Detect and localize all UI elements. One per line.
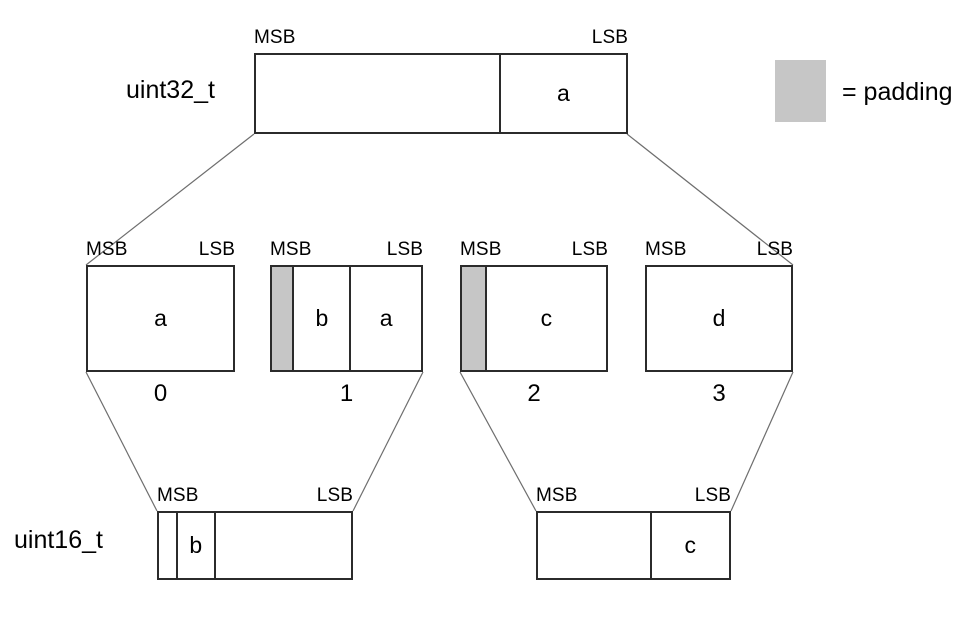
lsb-label-byte-3: LSB xyxy=(756,239,793,260)
byte-1-cell-b[interactable]: b xyxy=(292,267,350,370)
endlabels-uint16-1: MSB LSB xyxy=(536,486,731,505)
msb-label-byte-2: MSB xyxy=(460,239,502,260)
endlabels-byte-2: MSB LSB xyxy=(460,240,608,259)
uint16-0-cell-0[interactable] xyxy=(159,513,176,578)
byte-bitbox-1[interactable]: b a xyxy=(270,265,423,372)
byte-index-3: 3 xyxy=(712,380,726,407)
msb-label-byte-1: MSB xyxy=(270,239,312,260)
byte-3-cell-d[interactable]: d xyxy=(647,267,791,370)
lsb-label-byte-2: LSB xyxy=(571,239,608,260)
type-label-uint32: uint32_t xyxy=(126,76,215,104)
lsb-label-byte-0: LSB xyxy=(198,239,235,260)
uint16-0-cell-b[interactable]: b xyxy=(175,513,214,578)
endlabels-byte-0: MSB LSB xyxy=(86,240,235,259)
uint16-1-cell-c[interactable]: c xyxy=(649,513,729,578)
lsb-label-uint16-1: LSB xyxy=(694,485,731,506)
uint16-1-cell-0[interactable] xyxy=(538,513,650,578)
byte-1-cell-a[interactable]: a xyxy=(349,267,421,370)
byte-bitbox-3[interactable]: d xyxy=(645,265,793,372)
byte-1-cell-padding[interactable] xyxy=(272,267,293,370)
byte-index-0: 0 xyxy=(153,380,168,407)
uint32-cell-a[interactable]: a xyxy=(498,55,626,132)
uint16-bitbox-0[interactable]: b xyxy=(157,511,353,580)
endlabels-uint16-0: MSB LSB xyxy=(157,486,353,505)
type-label-uint16: uint16_t xyxy=(14,526,103,554)
lsb-label-byte-1: LSB xyxy=(386,239,423,260)
msb-label-uint32: MSB xyxy=(254,27,296,48)
legend-padding-text: = padding xyxy=(842,78,953,106)
endlabels-byte-3: MSB LSB xyxy=(645,240,793,259)
byte-index-2: 2 xyxy=(527,380,541,407)
byte-index-1: 1 xyxy=(339,380,354,407)
byte-2-cell-c[interactable]: c xyxy=(484,267,606,370)
msb-label-uint16-1: MSB xyxy=(536,485,578,506)
lsb-label-uint32: LSB xyxy=(591,27,628,48)
msb-label-byte-0: MSB xyxy=(86,239,128,260)
msb-label-uint16-0: MSB xyxy=(157,485,199,506)
byte-0-cell-a[interactable]: a xyxy=(88,267,233,370)
legend-padding-swatch xyxy=(775,60,826,122)
uint16-bitbox-1[interactable]: c xyxy=(536,511,731,580)
byte-bitbox-0[interactable]: a xyxy=(86,265,235,372)
endlabels-uint32: MSB LSB xyxy=(254,28,628,47)
uint32-bitbox[interactable]: a xyxy=(254,53,628,134)
byte-bitbox-2[interactable]: c xyxy=(460,265,608,372)
lsb-label-uint16-0: LSB xyxy=(316,485,353,506)
msb-label-byte-3: MSB xyxy=(645,239,687,260)
byte-2-cell-padding[interactable] xyxy=(462,267,485,370)
uint16-0-cell-2[interactable] xyxy=(213,513,351,578)
endlabels-byte-1: MSB LSB xyxy=(270,240,423,259)
uint32-cell-0[interactable] xyxy=(256,55,499,132)
